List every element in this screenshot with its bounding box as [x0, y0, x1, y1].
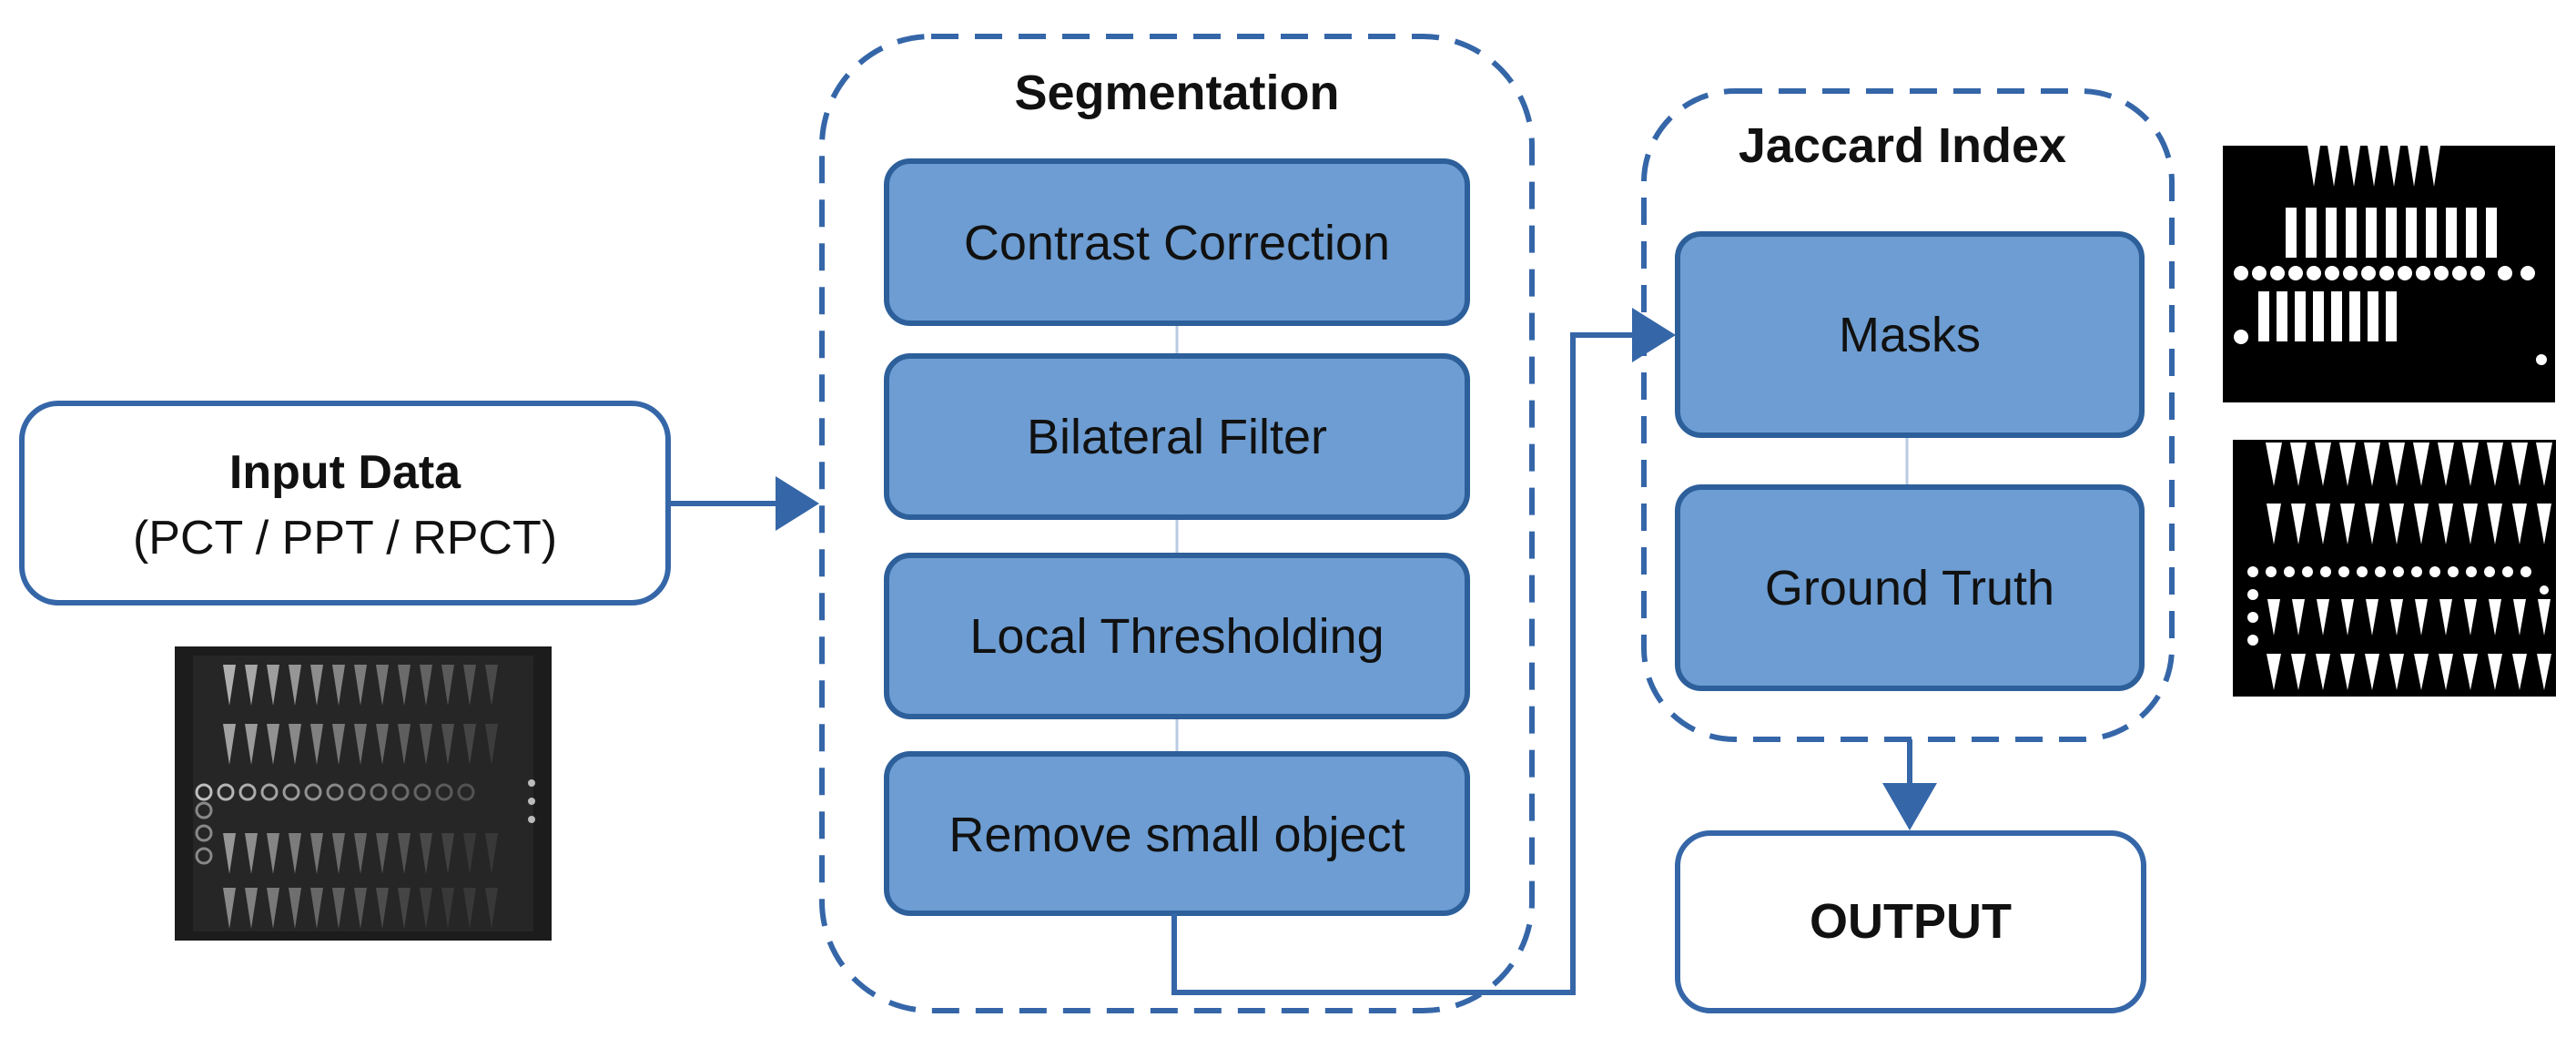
- input-title: Input Data: [229, 446, 461, 499]
- jaccard-group: Jaccard Index Masks Ground Truth: [1641, 88, 2175, 742]
- step-label: Local Thresholding: [969, 609, 1384, 664]
- step-bilateral-filter: Bilateral Filter: [884, 353, 1470, 520]
- step-label: Contrast Correction: [964, 216, 1390, 270]
- predicted-mask-image: [2223, 146, 2555, 402]
- input-subtitle: (PCT / PPT / RPCT): [133, 512, 557, 565]
- item-masks: Masks: [1675, 231, 2145, 438]
- ground-truth-mask-image: [2233, 440, 2556, 697]
- step-local-thresholding: Local Thresholding: [884, 553, 1470, 719]
- step-remove-small-object: Remove small object: [884, 751, 1470, 916]
- segmentation-title: Segmentation: [1014, 66, 1339, 120]
- step-contrast-correction: Contrast Correction: [884, 158, 1470, 326]
- step-label: Remove small object: [948, 808, 1405, 862]
- jaccard-title: Jaccard Index: [1739, 118, 2066, 173]
- arrow-input-to-segmentation: [668, 476, 819, 531]
- arrow-jaccard-to-output: [1882, 739, 1937, 830]
- thermal-input-image: [175, 646, 552, 941]
- item-label: Ground Truth: [1765, 561, 2054, 616]
- segmentation-group: Segmentation Contrast Correction Bilater…: [819, 34, 1535, 1013]
- input-node: Input Data (PCT / PPT / RPCT): [19, 401, 671, 605]
- item-ground-truth: Ground Truth: [1675, 484, 2145, 691]
- step-label: Bilateral Filter: [1027, 410, 1327, 464]
- item-label: Masks: [1839, 308, 1981, 362]
- output-node: OUTPUT: [1675, 830, 2146, 1013]
- output-label: OUTPUT: [1810, 894, 2012, 949]
